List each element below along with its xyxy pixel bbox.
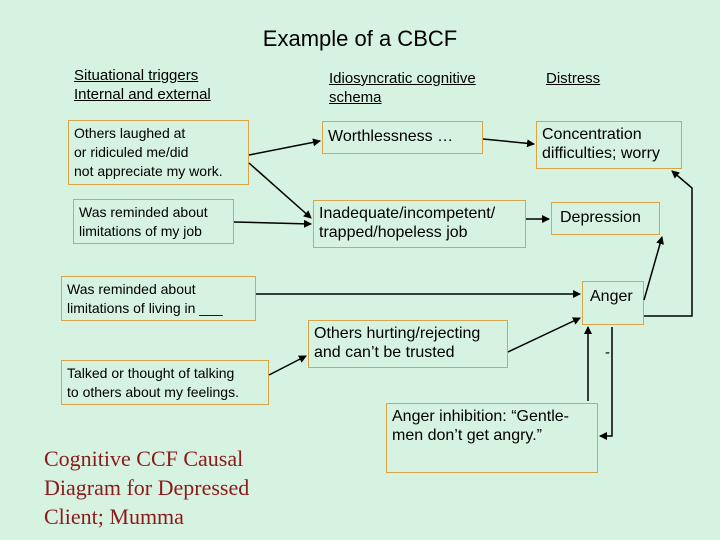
box-line: limitations of my job <box>79 223 202 239</box>
arrow-ridicule-to-worthlessness <box>248 138 321 156</box>
header-line: Idiosyncratic cognitive <box>329 70 476 87</box>
header-line: Situational triggers <box>74 67 199 84</box>
box-line: difficulties; worry <box>542 145 660 162</box>
box-line: Worthlessness … <box>328 128 454 145</box>
arrow-job-to-inadequate <box>233 219 312 228</box>
trigger-box-talking-feelings: Talked or thought of talking to others a… <box>61 360 269 405</box>
distress-box-concentration: Concentration difficulties; worry <box>536 121 682 169</box>
arrow-talking-to-others-hurting <box>268 355 307 376</box>
caption-line: Cognitive CCF Causal <box>44 446 244 471</box>
schema-box-others-hurting: Others hurting/rejecting and can’t be tr… <box>308 320 508 368</box>
arrow-others-hurting-to-anger <box>507 317 581 353</box>
page-title: Example of a CBCF <box>262 26 458 51</box>
header-line: Distress <box>546 70 601 87</box>
box-line: to others about my feelings. <box>67 384 239 400</box>
box-line: Depression <box>560 209 641 226</box>
box-line: Anger inhibition: “Gentle- <box>392 408 569 425</box>
trigger-box-ridiculed: Others laughed at or ridiculed me/did no… <box>68 120 249 185</box>
box-line: Concentration <box>542 126 642 143</box>
box-line: Was reminded about <box>67 281 196 297</box>
box-line: Was reminded about <box>79 204 208 220</box>
box-line: and can’t be trusted <box>314 344 455 361</box>
arrow-anger-to-anger-inhibition <box>599 327 613 440</box>
header-line: Internal and external <box>74 86 211 103</box>
box-line: Talked or thought of talking <box>67 365 235 381</box>
box-line: Others laughed at <box>74 125 186 141</box>
header-cognitive-schema: Idiosyncratic cognitive schema <box>329 69 476 107</box>
header-situational-triggers: Situational triggers Internal and extern… <box>74 66 211 104</box>
box-line: Others hurting/rejecting <box>314 325 481 342</box>
trigger-box-job-limitations: Was reminded about limitations of my job <box>73 199 234 244</box>
schema-box-anger-inhibition: Anger inhibition: “Gentle- men don’t get… <box>386 403 598 473</box>
caption-line: Client; Mumma <box>44 504 184 529</box>
box-line: trapped/hopeless job <box>319 224 468 241</box>
schema-box-inadequate: Inadequate/incompetent/ trapped/hopeless… <box>313 200 526 248</box>
distress-box-anger: Anger <box>582 281 644 325</box>
box-line: men don’t get angry.” <box>392 427 543 444</box>
box-line: or ridiculed me/did <box>74 144 189 160</box>
arrow-anger-to-depression <box>643 236 664 301</box>
arrow-ridicule-to-inadequate <box>248 162 312 219</box>
distress-box-depression: Depression <box>551 202 660 235</box>
box-line: not appreciate my work. <box>74 163 223 179</box>
arrow-worthlessness-to-concentration <box>482 138 535 148</box>
box-line: Anger <box>590 288 633 305</box>
header-distress: Distress <box>546 69 600 88</box>
box-line: Inadequate/incompetent/ <box>319 205 496 222</box>
schema-box-worthlessness: Worthlessness … <box>322 121 483 154</box>
diagram-caption: Cognitive CCF Causal Diagram for Depress… <box>44 444 249 531</box>
trigger-box-living-limitations: Was reminded about limitations of living… <box>61 276 256 321</box>
arrow-anger-to-concentration <box>644 170 693 317</box>
caption-line: Diagram for Depressed <box>44 475 250 500</box>
minus-sign: - <box>605 344 610 361</box>
box-line: limitations of living in ___ <box>67 300 223 316</box>
header-line: schema <box>329 89 382 106</box>
